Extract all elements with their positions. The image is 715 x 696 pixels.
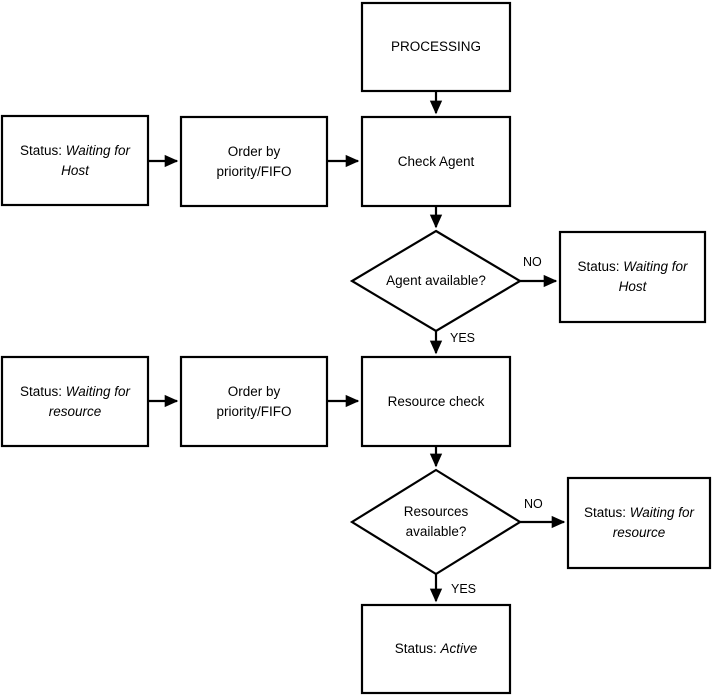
node-order-by-priority-2[interactable] <box>181 357 327 446</box>
node-order-by-priority-2-shape <box>179 355 329 448</box>
node-resource-check[interactable] <box>362 357 510 446</box>
node-agent-available[interactable] <box>352 231 520 331</box>
node-status-waiting-resource-2[interactable] <box>568 478 710 568</box>
node-order-by-priority-1[interactable] <box>181 117 327 206</box>
node-order-by-priority-1-shape <box>179 115 329 208</box>
node-status-waiting-host-1-shape <box>0 114 150 207</box>
node-check-agent[interactable] <box>362 117 510 206</box>
node-status-waiting-host-2-shape <box>558 230 707 324</box>
node-status-waiting-resource-2-shape <box>566 476 712 570</box>
node-status-waiting-host-1[interactable] <box>2 116 148 205</box>
node-processing-shape <box>360 1 512 93</box>
node-status-active-shape <box>360 603 512 695</box>
node-status-active[interactable] <box>362 605 510 693</box>
node-status-waiting-host-2[interactable] <box>560 232 705 322</box>
node-check-agent-shape <box>360 115 512 208</box>
node-resource-check-shape <box>360 355 512 448</box>
node-processing[interactable] <box>362 3 510 91</box>
node-status-waiting-resource-1-shape <box>0 355 150 448</box>
node-resources-available[interactable] <box>352 470 520 574</box>
node-status-waiting-resource-1[interactable] <box>2 357 148 446</box>
